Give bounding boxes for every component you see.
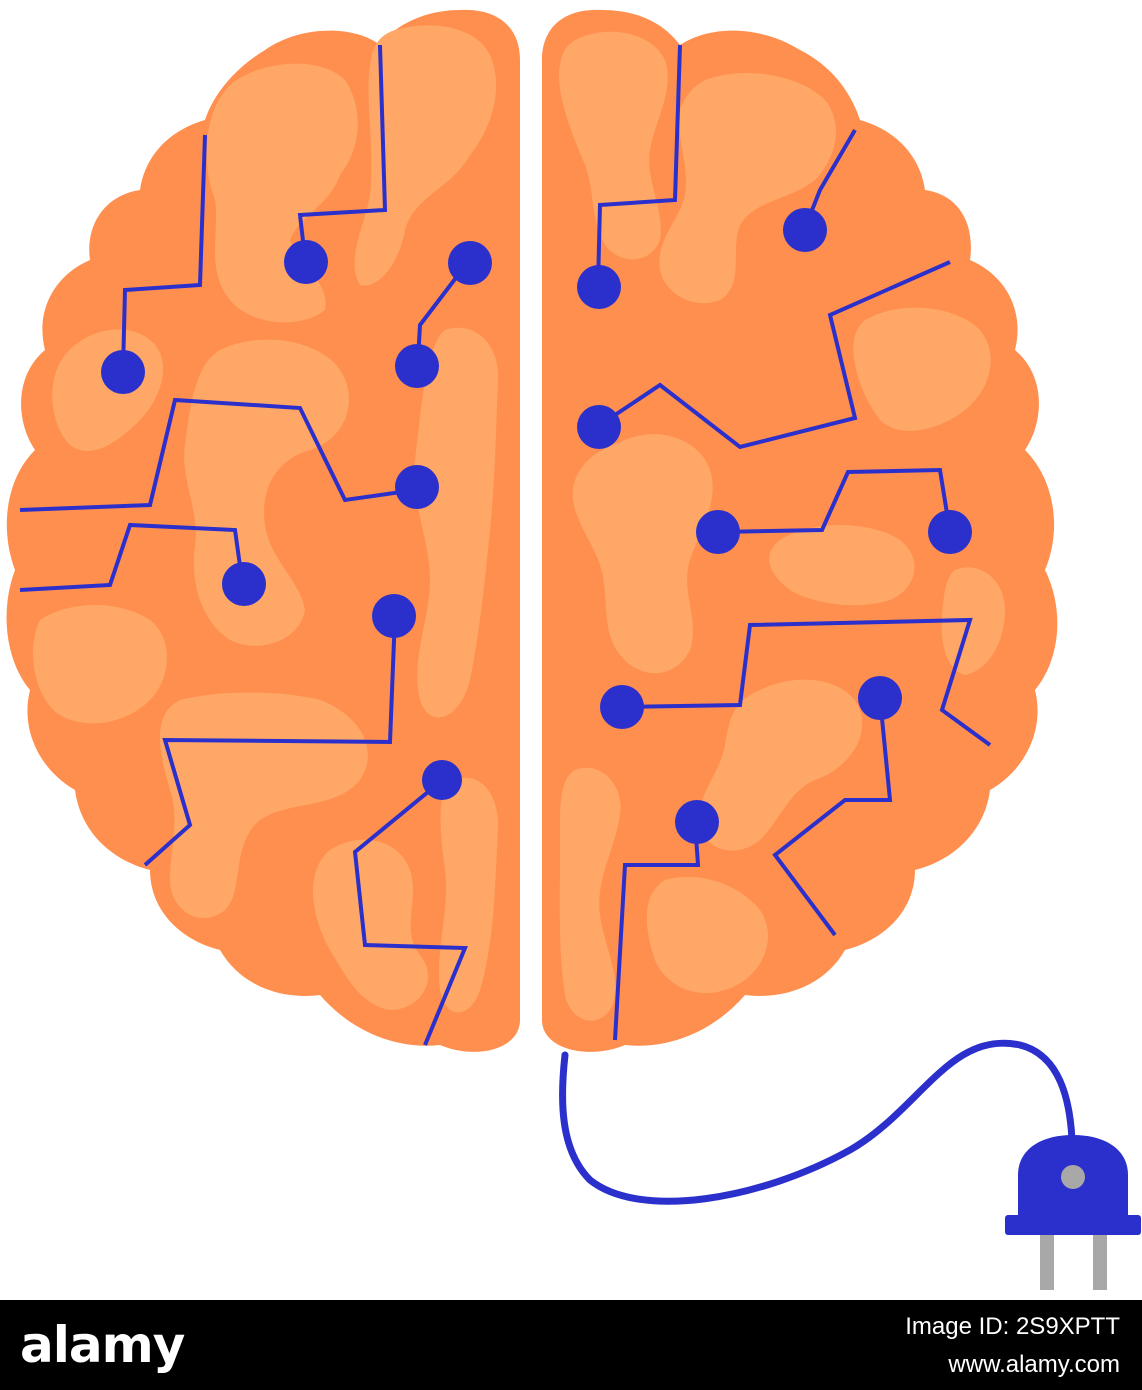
- power-plug-icon: [1005, 1135, 1141, 1290]
- plug-indicator-dot: [1061, 1165, 1085, 1189]
- circuit-trace: [297, 44, 388, 259]
- circuit-trace: [121, 134, 207, 371]
- circuit-trace: [772, 697, 893, 937]
- left-lobe-6: [32, 605, 167, 724]
- circuit-node-icon: [284, 240, 328, 284]
- right-lobe-3: [853, 307, 991, 431]
- right-lobe-2: [659, 72, 836, 304]
- brain-illustration-svg: [6, 9, 1141, 1290]
- circuit-node-icon: [395, 344, 439, 388]
- circuit-node-icon: [696, 510, 740, 554]
- circuit-trace: [598, 260, 951, 450]
- right-lobe-8: [559, 767, 621, 1021]
- circuit-trace: [352, 776, 468, 1046]
- circuit-node-icon: [600, 685, 644, 729]
- circuit-node-icon: [422, 760, 462, 800]
- plug-base: [1005, 1215, 1141, 1235]
- power-cord-icon: [559, 1039, 1076, 1205]
- circuit-node-icon: [783, 208, 827, 252]
- circuit-node-icon: [577, 405, 621, 449]
- circuit-node-icon: [448, 241, 492, 285]
- footer-bar: alamy Image ID: 2S9XPTT www.alamy.com: [0, 1300, 1142, 1390]
- circuit-node-icon: [101, 350, 145, 394]
- left-lobe-7: [160, 692, 368, 919]
- left-inner-lobes: [32, 25, 499, 1013]
- circuit-node-icon: [858, 676, 902, 720]
- right-lobe-5: [769, 525, 915, 606]
- image-id-label: Image ID: 2S9XPTT: [905, 1313, 1120, 1340]
- left-lobe-2: [354, 25, 497, 286]
- circuit-trace: [596, 44, 682, 286]
- circuit-node-icon: [222, 562, 266, 606]
- circuit-trace: [143, 614, 397, 867]
- right-lobe-7: [699, 679, 863, 851]
- circuit-trace: [19, 397, 416, 512]
- left-lobe-1: [206, 63, 358, 323]
- circuit-trace: [19, 522, 244, 592]
- circuit-node-icon: [372, 594, 416, 638]
- left-lobe-8: [313, 839, 429, 1010]
- left-lobe-9: [438, 777, 499, 1013]
- site-url-link[interactable]: www.alamy.com: [948, 1351, 1120, 1378]
- right-lobe-4: [572, 434, 713, 674]
- left-lobe-4: [184, 339, 349, 646]
- circuit-node-icon: [675, 800, 719, 844]
- plug-pin-left: [1040, 1230, 1054, 1290]
- right-lobe-6: [941, 567, 1005, 675]
- alamy-logo: alamy: [20, 1316, 185, 1374]
- right-lobe-9: [646, 876, 768, 994]
- left-lobe-5: [414, 327, 499, 718]
- circuit-trace: [621, 617, 992, 747]
- circuit-nodes: [101, 208, 972, 844]
- circuit-node-icon: [577, 265, 621, 309]
- brain-circuit-illustration: [6, 9, 1141, 1290]
- plug-pin-right: [1093, 1230, 1107, 1290]
- right-inner-lobes: [559, 31, 1005, 1021]
- circuit-trace: [717, 467, 952, 534]
- circuit-node-icon: [928, 510, 972, 554]
- circuit-node-icon: [395, 465, 439, 509]
